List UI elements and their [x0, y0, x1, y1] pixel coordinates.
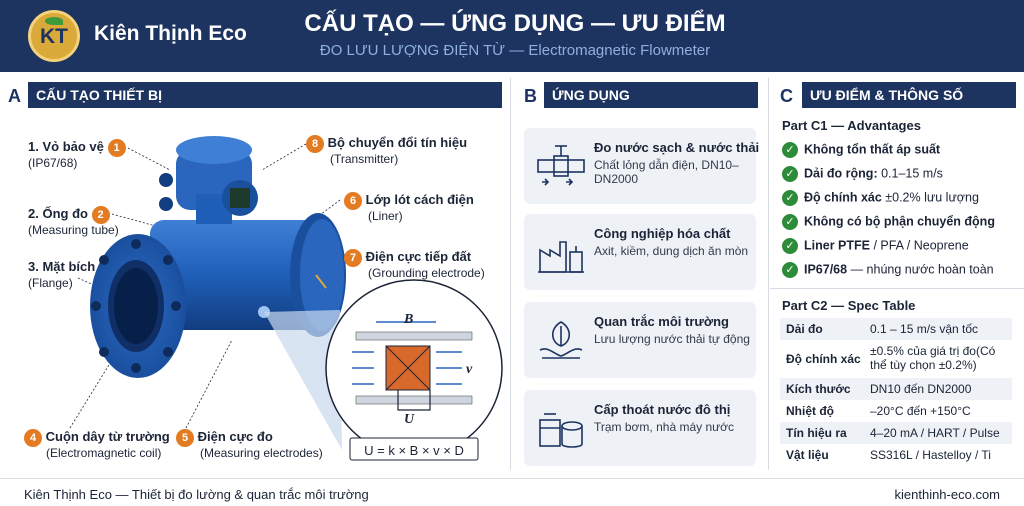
- check-icon: ✓: [782, 214, 798, 230]
- footer: Kiên Thịnh Eco — Thiết bị đo lường & qua…: [0, 478, 1024, 506]
- spec-row: Kích thước DN10 đến DN2000: [780, 378, 1012, 400]
- section-a-header: CẤU TẠO THIẾT BỊ: [28, 82, 502, 108]
- spec-value: ±0.5% của giá trị đo(Có thể tùy chọn ±0.…: [870, 344, 996, 372]
- part-8-label: 8 Bộ chuyển đổi tín hiệu: [306, 135, 467, 153]
- part-7-label: 7 Điện cực tiếp đất: [344, 249, 471, 267]
- brand-name: Kiên Thịnh Eco: [94, 22, 247, 45]
- spec-value: 0.1 – 15 m/s vận tốc: [870, 322, 979, 336]
- advantage-item: ✓Không tổn thất áp suất: [782, 142, 940, 160]
- advantage-item: ✓Độ chính xác ±0.2% lưu lượng: [782, 190, 979, 208]
- section-b-letter: B: [524, 86, 537, 106]
- part-6-label: 6 Lớp lót cách điện: [344, 192, 474, 210]
- column-divider: [510, 78, 511, 470]
- part-4-sub: (Electromagnetic coil): [46, 446, 162, 460]
- section-b-header: ỨNG DỤNG: [544, 82, 758, 108]
- page-subtitle: ĐO LƯU LƯỢNG ĐIỆN TỪ — Electromagnetic F…: [319, 42, 711, 59]
- advantage-item: ✓Liner PTFE / PFA / Neoprene: [782, 238, 969, 256]
- voltage-label: U: [404, 412, 415, 427]
- logo-text: KT: [40, 25, 68, 48]
- check-icon: ✓: [782, 142, 798, 158]
- spec-key: Dải đo: [786, 322, 823, 336]
- factory-icon: [538, 241, 584, 273]
- application-card[interactable]: Quan trắc môi trường Lưu lượng nước thải…: [524, 302, 756, 378]
- spec-value: DN10 đến DN2000: [870, 382, 972, 396]
- spec-row: Dải đo 0.1 – 15 m/s vận tốc: [780, 318, 1012, 340]
- spec-key: Độ chính xác: [786, 352, 861, 366]
- header-banner: KT Kiên Thịnh Eco CẤU TẠO — ỨNG DỤNG — Ư…: [0, 0, 1024, 72]
- application-desc: Trạm bơm, nhà máy nước: [594, 420, 735, 434]
- application-desc: Axit, kiềm, dung dịch ăn mòn: [594, 244, 749, 258]
- part-6-sub: (Liner): [368, 209, 403, 223]
- application-card[interactable]: Công nghiệp hóa chất Axit, kiềm, dung dị…: [524, 214, 756, 290]
- spec-value: –20°C đến +150°C: [870, 404, 971, 418]
- section-divider: [770, 288, 1024, 289]
- application-desc: Chất lỏng dẫn điện, DN10–DN2000: [594, 158, 739, 186]
- leaf-hand-icon: [539, 321, 583, 359]
- spec-row: Vật liệu SS316L / Hastelloy / Ti: [780, 444, 1012, 466]
- part-1-label: 1. Vỏ bảo vệ 1: [28, 139, 126, 157]
- part-8-sub: (Transmitter): [330, 152, 399, 166]
- spec-key: Nhiệt độ: [786, 404, 834, 418]
- part-1-sub: (IP67/68): [28, 156, 78, 170]
- page-title: CẤU TẠO — ỨNG DỤNG — ƯU ĐIỂM: [304, 10, 726, 37]
- spec-row: Tín hiệu ra 4–20 mA / HART / Pulse: [780, 422, 1012, 444]
- column-divider: [768, 78, 769, 470]
- part-2-label: 2. Ống đo 2: [28, 206, 110, 224]
- check-icon: ✓: [782, 262, 798, 278]
- advantage-item: ✓Không có bộ phận chuyển động: [782, 214, 995, 232]
- spec-row: Nhiệt độ –20°C đến +150°C: [780, 400, 1012, 422]
- part-4-label: 4 Cuộn dây từ trường: [24, 429, 170, 447]
- application-card[interactable]: Cấp thoát nước đô thị Trạm bơm, nhà máy …: [524, 390, 756, 466]
- spec-table-title: Part C2 — Spec Table: [782, 298, 916, 313]
- part-5-label: 5 Điện cực đo: [176, 429, 273, 447]
- magnetic-field-label: B: [404, 312, 414, 327]
- check-icon: ✓: [782, 166, 798, 182]
- part-5-sub: (Measuring electrodes): [200, 446, 323, 460]
- leaf-icon: [45, 17, 63, 25]
- section-a-letter: A: [8, 86, 21, 106]
- footer-website-link[interactable]: kienthinh-eco.com: [894, 487, 1001, 502]
- part-3-label: 3. Mặt bích: [28, 259, 96, 274]
- spec-key: Kích thước: [786, 382, 851, 396]
- spec-row: Độ chính xác ±0.5% của giá trị đo(Có thể…: [780, 340, 1012, 378]
- advantages-title: Part C1 — Advantages: [782, 118, 921, 133]
- check-icon: ✓: [782, 238, 798, 254]
- spec-value: 4–20 mA / HART / Pulse: [870, 426, 1000, 440]
- advantage-item: ✓Dải đo rộng: 0.1–15 m/s: [782, 166, 943, 184]
- water-plant-icon: [539, 413, 583, 448]
- velocity-label: v: [466, 362, 473, 377]
- application-desc: Lưu lượng nước thải tự động: [594, 332, 750, 346]
- pipe-valve-icon: [537, 145, 585, 186]
- application-card[interactable]: Đo nước sạch & nước thải Chất lỏng dẫn đ…: [524, 128, 760, 204]
- application-title: Quan trắc môi trường: [594, 314, 729, 329]
- flowmeter-illustration: [69, 136, 503, 461]
- section-c-letter: C: [780, 86, 793, 106]
- part-2-sub: (Measuring tube): [28, 223, 119, 237]
- section-c-header: ƯU ĐIỂM & THÔNG SỐ: [802, 82, 1016, 108]
- advantage-item: ✓IP67/68 — nhúng nước hoàn toàn: [782, 262, 994, 280]
- application-title: Công nghiệp hóa chất: [594, 226, 731, 241]
- part-3-sub: (Flange): [28, 276, 73, 290]
- spec-key: Vật liệu: [786, 448, 829, 462]
- brand-logo[interactable]: KT: [28, 10, 80, 62]
- application-title: Cấp thoát nước đô thị: [594, 402, 731, 417]
- spec-value: SS316L / Hastelloy / Ti: [870, 448, 991, 462]
- spec-key: Tín hiệu ra: [786, 426, 847, 440]
- part-7-sub: (Grounding electrode): [368, 266, 485, 280]
- check-icon: ✓: [782, 190, 798, 206]
- faraday-formula: U = k × B × v × D: [364, 443, 464, 458]
- footer-company: Kiên Thịnh Eco — Thiết bị đo lường & qua…: [24, 487, 369, 502]
- application-title: Đo nước sạch & nước thải: [594, 140, 760, 155]
